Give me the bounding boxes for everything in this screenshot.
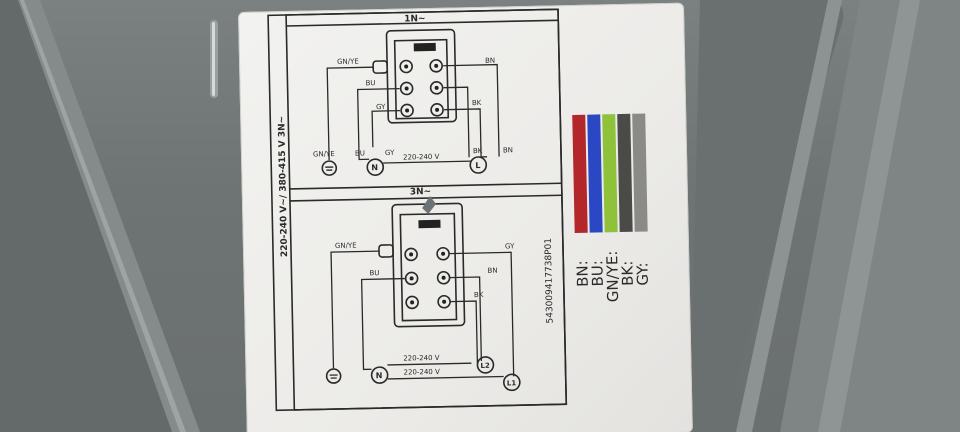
colour-legend: BN: BU: GN/YE: BK: GY:	[572, 113, 652, 302]
legend-bar-bk	[617, 113, 633, 233]
legend-bar-bu	[587, 114, 603, 233]
part-number: 543009417738P01	[544, 238, 556, 324]
top-bottom-bu: BU	[355, 149, 365, 157]
bottom-wire-gy: GY	[505, 242, 515, 250]
bottom-terminal-l2: L2	[480, 362, 490, 370]
bottom-voltage-2: 220-240 V	[404, 368, 441, 377]
top-bottom-gy: GY	[385, 149, 395, 157]
top-terminal-l: L	[475, 161, 480, 170]
legend-bar-bn	[572, 114, 588, 233]
legend-bar-gy	[632, 113, 648, 232]
top-header: 1N~	[404, 14, 426, 24]
legend-label-bn: BN:	[573, 260, 592, 287]
wiring-diagram: 1N~ 3N~ GN/YE BU BN BK GY GN/YE BU GY BK…	[267, 8, 652, 412]
outer-frame	[267, 8, 568, 412]
top-wire-bu: BU	[365, 79, 375, 87]
top-earth-symbol	[321, 160, 338, 176]
top-voltage: 220-240 V	[403, 153, 440, 162]
top-wire-bk: BK	[472, 99, 482, 107]
bottom-voltage-1: 220-240 V	[403, 354, 440, 363]
wiring-label: 1N~ 3N~ GN/YE BU BN BK GY GN/YE BU GY BK…	[238, 2, 693, 432]
top-wire-gy: GY	[376, 103, 386, 111]
top-bottom-bn: BN	[503, 146, 513, 154]
legend-label-bu: BU:	[588, 260, 607, 287]
bottom-wire-bn: BN	[487, 267, 497, 275]
bottom-l1-terminal	[503, 373, 521, 392]
bottom-header: 3N~	[410, 187, 432, 197]
bottom-terminal-l1: L1	[507, 379, 517, 387]
top-bottom-gnye: GN/YE	[313, 150, 335, 158]
top-live-terminal	[469, 156, 488, 174]
top-terminal-block	[372, 28, 458, 124]
bottom-l2-terminal	[476, 356, 495, 374]
bottom-wires	[330, 250, 515, 380]
bottom-wire-bk: BK	[474, 291, 484, 299]
bottom-terminal-n: N	[376, 371, 383, 380]
top-neutral-terminal	[366, 158, 385, 176]
inner-frame	[285, 8, 568, 411]
bottom-earth-symbol	[325, 368, 342, 384]
top-wire-bn: BN	[485, 57, 495, 65]
voltage-rating: 220-240 V~/ 380-415 V 3N~	[277, 116, 290, 257]
legend-label-gnye: GN/YE:	[603, 250, 622, 302]
top-wire-gnye: GN/YE	[337, 57, 359, 65]
bottom-wire-bu: BU	[369, 269, 379, 277]
legend-label-gy: GY:	[633, 262, 651, 285]
bottom-neutral-terminal	[370, 366, 389, 384]
bottom-wire-gnye: GN/YE	[335, 242, 357, 250]
bottom-terminal-block	[378, 196, 466, 328]
legend-bar-gnye	[602, 114, 618, 233]
top-bottom-bk: BK	[473, 147, 483, 155]
top-terminal-n: N	[371, 163, 378, 172]
legend-label-bk: BK:	[618, 261, 637, 287]
top-wires	[326, 63, 500, 164]
